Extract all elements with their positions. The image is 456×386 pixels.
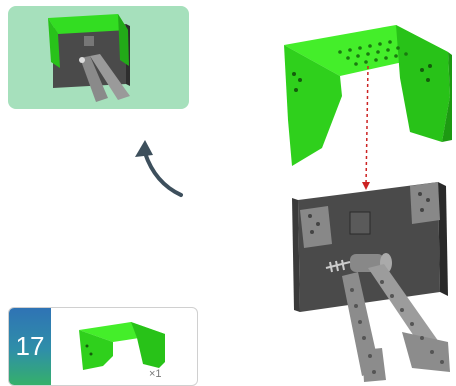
assembled-preview-illustration <box>48 14 130 102</box>
alignment-guide-line <box>365 65 369 187</box>
step-card: 17 ×1 <box>8 307 198 386</box>
curved-arrow-icon <box>135 140 183 197</box>
part-quantity: ×1 <box>149 368 162 380</box>
assembled-preview-panel <box>8 6 189 109</box>
green-u-bracket-icon <box>79 322 165 370</box>
step-number: 17 <box>9 308 51 385</box>
exploded-assembly-illustration <box>284 25 452 382</box>
green-u-bracket-icon <box>284 25 452 166</box>
guide-arrowhead-icon <box>362 182 370 190</box>
gray-base-plate-icon <box>292 182 450 382</box>
